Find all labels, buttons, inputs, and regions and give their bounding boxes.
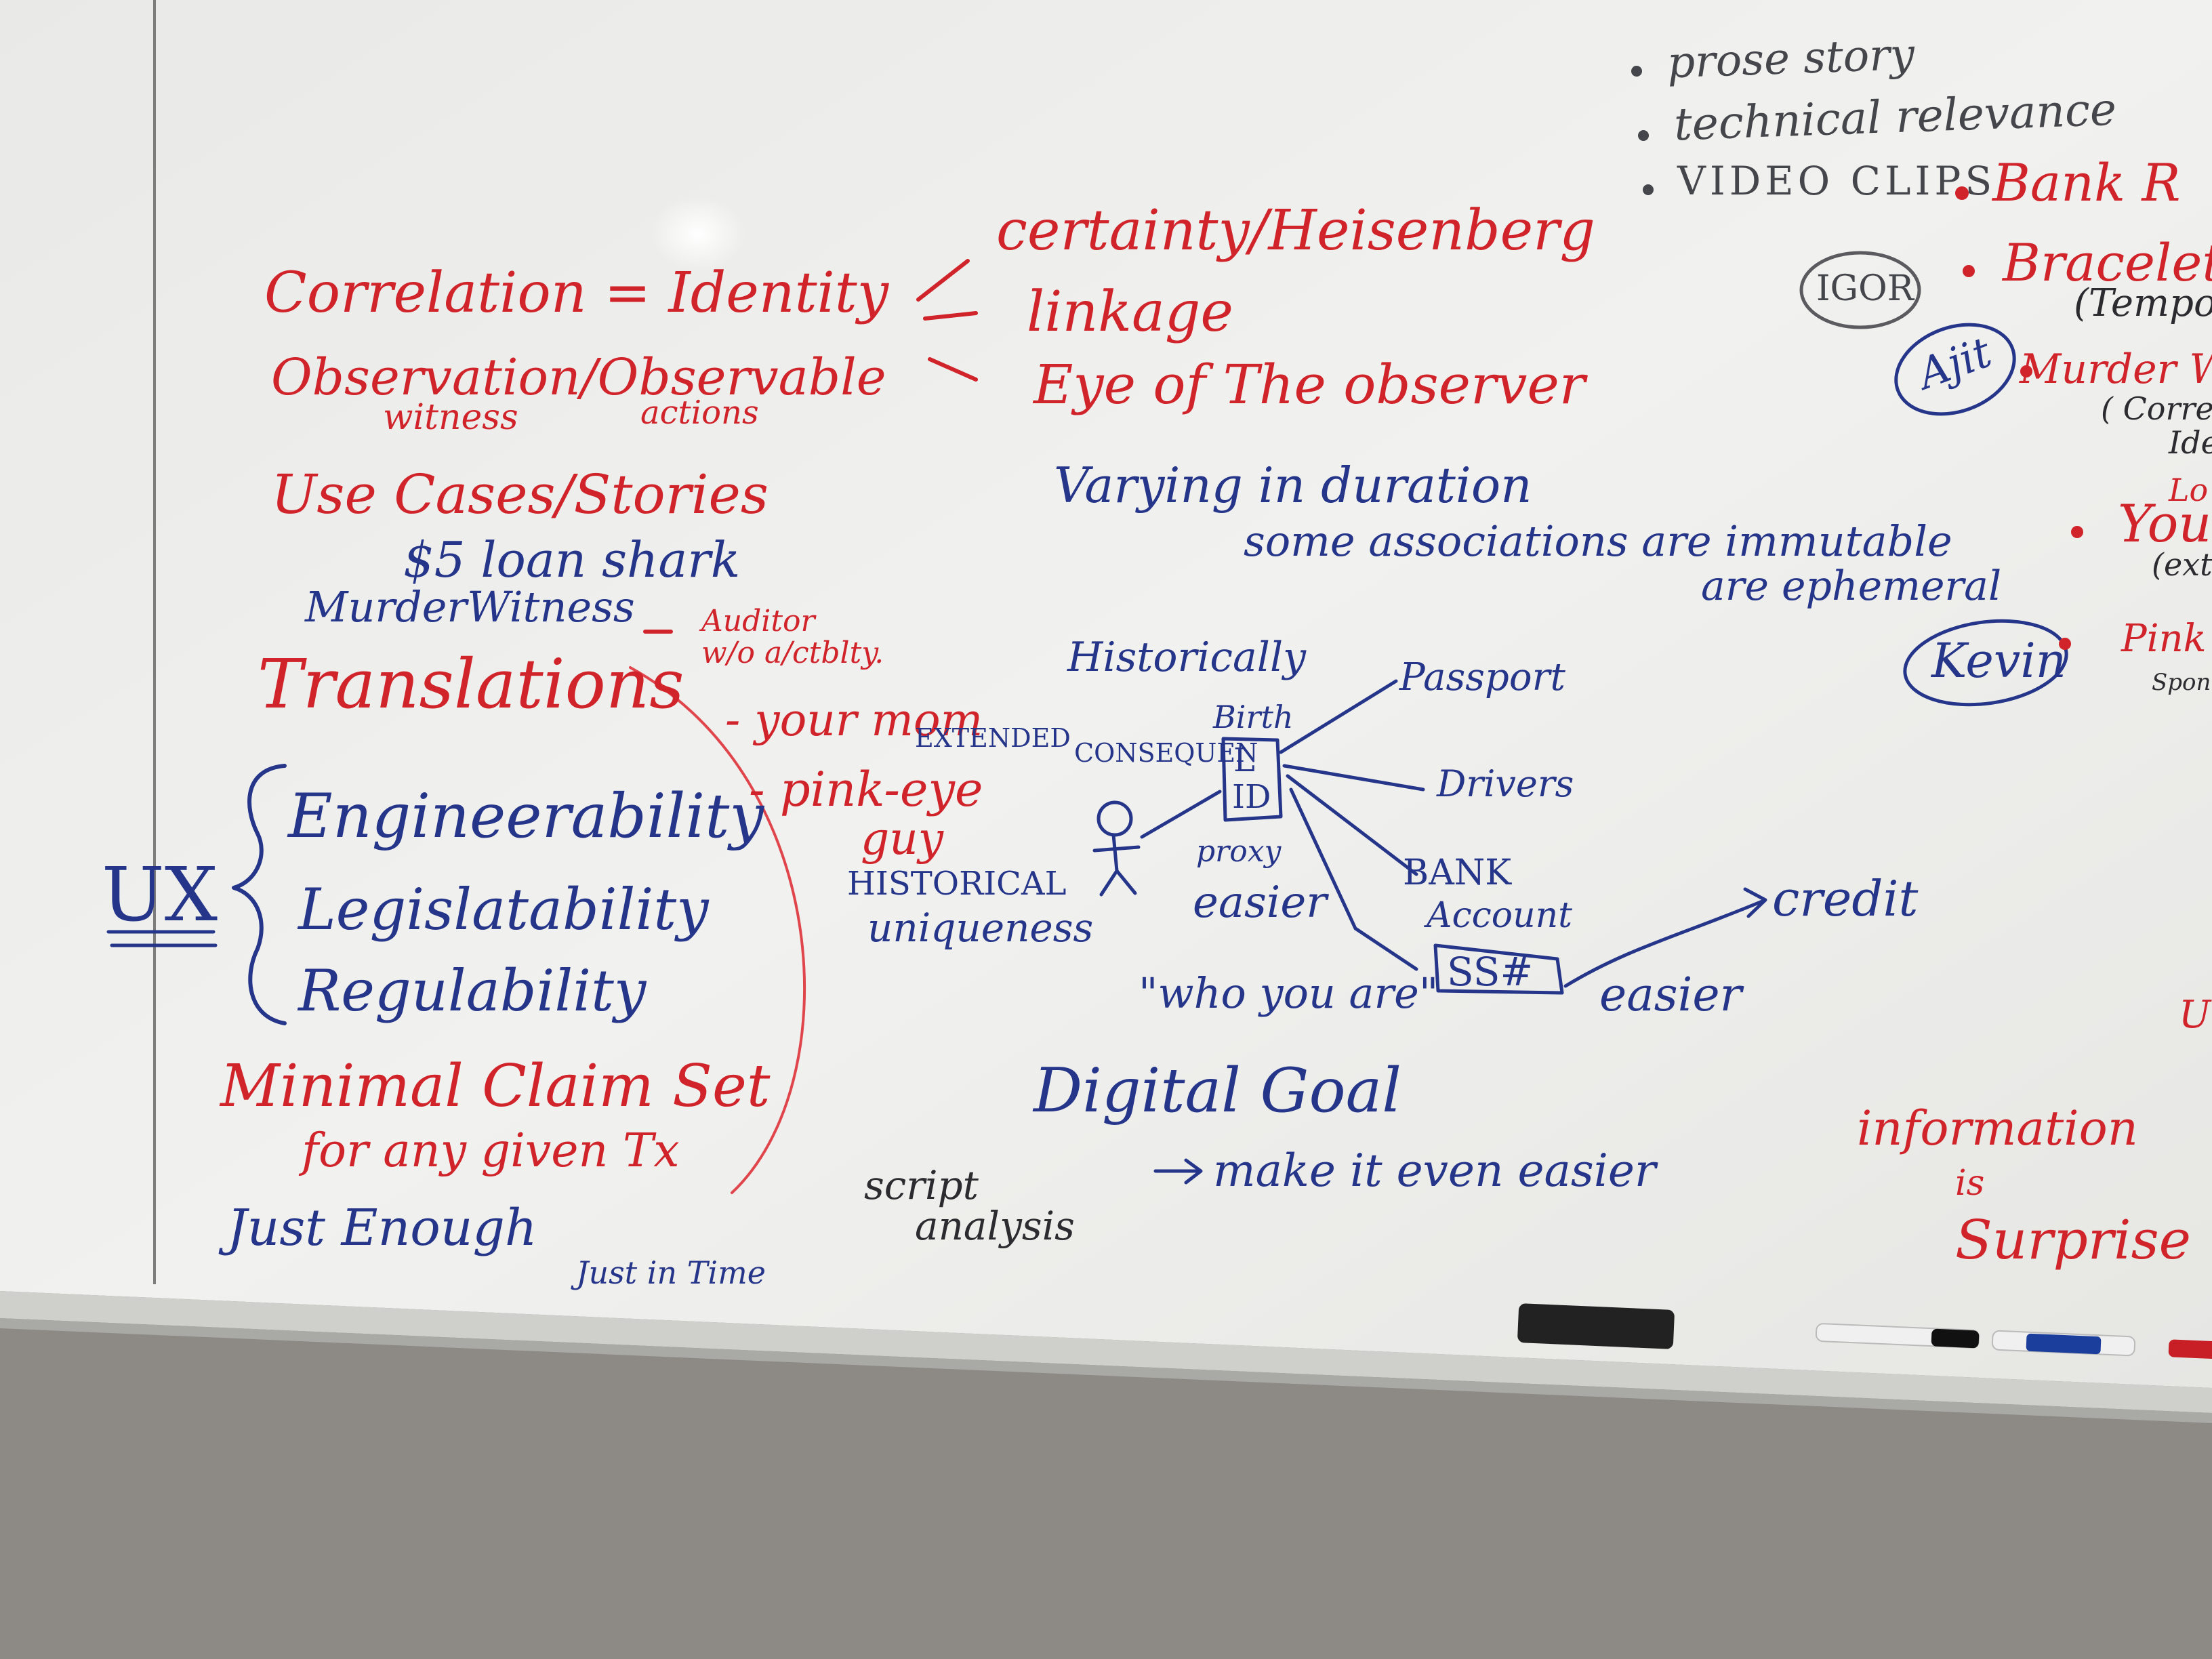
eraser: [1517, 1303, 1675, 1349]
black-marker: [1815, 1323, 1980, 1349]
credit-arrow: [1563, 899, 1764, 988]
note-you: You: [2118, 493, 2212, 554]
note-spon: Spon: [2152, 669, 2211, 696]
line-ssn: [1289, 787, 1418, 971]
historically: Historically: [1067, 634, 1307, 681]
minimal-claim-set: Minimal Claim Set: [220, 1052, 771, 1120]
note-corr: ( Corre: [2101, 390, 2212, 427]
make-it-even-easier: make it even easier: [1213, 1145, 1656, 1197]
easier-ssn: easier: [1599, 968, 1742, 1022]
line-stickfigure: [1140, 790, 1222, 839]
digital-goal: Digital Goal: [1033, 1055, 1402, 1126]
actions: actions: [640, 394, 759, 432]
red-marker: [2168, 1339, 2212, 1359]
correlation-identity: Correlation = Identity: [264, 261, 889, 325]
analysis: analysis: [915, 1203, 1075, 1249]
your-mom: - your mom: [725, 694, 983, 746]
note-ide: Ide: [2169, 424, 2212, 461]
auditor: Auditor: [701, 604, 815, 638]
kevin-circle: [1903, 619, 2068, 707]
id-letter-l: L: [1233, 741, 1255, 779]
list-bullets: [1631, 66, 1654, 195]
note-temporary: (Tempor: [2074, 281, 2212, 325]
consequence: CONSEQUEN: [1074, 738, 1258, 768]
whiteboard-surface: [0, 0, 2212, 1388]
note-murder: Murder W: [2020, 346, 2212, 393]
red-bracket-line: [916, 259, 970, 302]
name-kevin: Kevin: [1931, 633, 2066, 689]
light-glare: [651, 197, 745, 271]
birth: Birth: [1213, 699, 1294, 735]
witness: witness: [383, 397, 518, 438]
pink-eye: - pink-eye: [749, 762, 983, 817]
extended: EXTENDED: [915, 723, 1071, 753]
use-cases-stories: Use Cases/Stories: [271, 463, 769, 526]
ssn: SS#: [1447, 949, 1534, 995]
translations: Translations: [258, 644, 684, 724]
stick-figure: [1092, 800, 1141, 897]
name-igor: IGOR: [1816, 268, 1914, 309]
red-arc: [629, 666, 806, 1194]
ux-label: UX: [102, 851, 218, 938]
easier-proxy: easier: [1193, 878, 1327, 928]
make-arrow: [1153, 1158, 1203, 1185]
linkage: linkage: [1027, 280, 1233, 344]
red-bullets: [1955, 186, 2083, 650]
ux-legislatability: Legislatability: [298, 876, 709, 943]
ajit-circle: [1894, 323, 2016, 416]
id-box: [1221, 737, 1283, 822]
blue-marker: [1991, 1330, 2136, 1357]
for-any-given-tx: for any given Tx: [302, 1124, 680, 1178]
passport: Passport: [1399, 655, 1565, 699]
loan-shark: $5 loan shark: [403, 531, 741, 588]
murder-witness: MurderWitness: [305, 582, 635, 632]
curly-brace: [232, 764, 287, 1025]
note-u: U: [2179, 993, 2211, 1037]
auditor-accountability: w/o a/ctblty.: [701, 636, 884, 670]
is: is: [1955, 1163, 1985, 1204]
note-pink: Pink: [2121, 617, 2207, 661]
ux-engineerability: Engineerability: [288, 781, 764, 852]
certainty-heisenberg: certainty/Heisenberg: [996, 199, 1595, 263]
who-you-are: "who you are": [1139, 968, 1439, 1018]
varying-in-duration: Varying in duration: [1054, 457, 1532, 514]
just-enough: Just Enough: [227, 1199, 537, 1257]
line-passport: [1279, 679, 1398, 754]
note-lo: Lo: [2169, 472, 2209, 508]
are-ephemeral: are ephemeral: [1701, 562, 2002, 610]
note-bracelet: Bracelet: [2003, 232, 2212, 293]
guy: guy: [861, 813, 944, 865]
ux-regulability: Regulability: [298, 958, 647, 1024]
just-in-time: Just in Time: [576, 1254, 766, 1291]
marker-tray: [0, 1291, 2212, 1413]
list-item-prose-story: prose story: [1666, 29, 1916, 89]
line-drivers: [1282, 764, 1425, 792]
proxy: proxy: [1196, 834, 1282, 869]
drivers: Drivers: [1437, 762, 1574, 805]
note-ext: (ext: [2152, 546, 2212, 583]
igor-circle: [1799, 251, 1921, 329]
ssn-box: [1433, 943, 1564, 995]
some-associations-immutable: some associations are immutable: [1244, 516, 1952, 566]
observation-observable: Observation/Observable: [271, 348, 886, 407]
line-bank: [1286, 774, 1418, 876]
credit: credit: [1772, 870, 1919, 927]
surprise: Surprise: [1955, 1208, 2192, 1271]
uniqueness: uniqueness: [867, 905, 1094, 951]
list-item-video-clips: VIDEO CLIPS: [1677, 158, 1996, 204]
script: script: [864, 1162, 979, 1208]
account: Account: [1427, 895, 1572, 936]
eye-of-the-observer: Eye of The observer: [1033, 353, 1586, 416]
note-bank: Bank R: [1992, 152, 2181, 213]
ux-underline: [106, 930, 218, 947]
information: information: [1857, 1101, 2138, 1156]
bank: BANK: [1403, 853, 1512, 893]
id-letter-id: ID: [1232, 778, 1271, 816]
historical: HISTORICAL: [847, 865, 1067, 903]
